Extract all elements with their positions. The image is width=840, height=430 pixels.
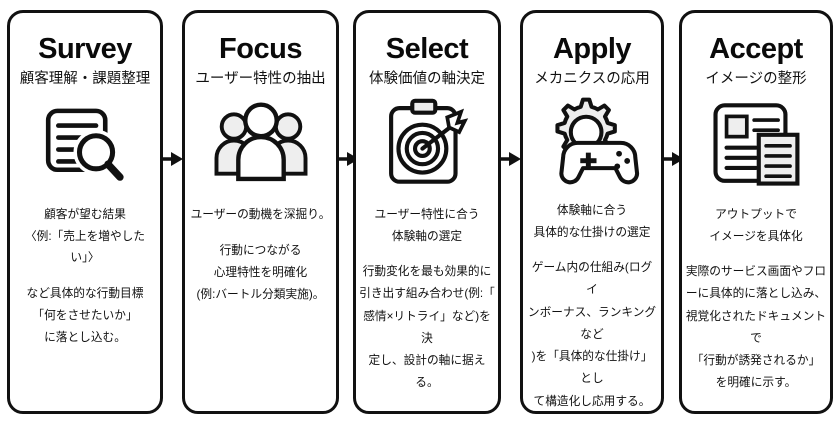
documents-layout-icon — [713, 103, 800, 186]
step-card-survey[interactable]: Survey 顧客理解・課題整理 顧客が望む結果 〈例:「売上を増やしたい」〉 … — [7, 10, 163, 414]
step-subtitle: メカニクスの応用 — [534, 71, 650, 87]
step-summary: ユーザー特性に合う 体験軸の選定 — [374, 207, 480, 243]
step-detail: 行動につながる 心理特性を明確化 (例:バートル分類実施)。 — [196, 243, 325, 302]
arrow-select-to-apply — [501, 150, 523, 168]
icon-container — [708, 96, 804, 192]
document-magnifier-icon — [45, 108, 124, 181]
step-summary: 体験軸に合う 具体的な仕掛けの選定 — [533, 203, 651, 239]
step-summary: 顧客が望む結果 〈例:「売上を増やしたい」〉 — [24, 207, 146, 265]
step-subtitle: 顧客理解・課題整理 — [19, 71, 151, 87]
step-subtitle: ユーザー特性の抽出 — [195, 71, 326, 87]
icon-container — [39, 96, 131, 192]
step-card-accept[interactable]: Accept イメージの整形 アウトプットで イメージを具体化 実際のサービス画… — [679, 10, 833, 414]
step-subtitle: イメージの整形 — [705, 71, 807, 87]
people-group-icon — [214, 102, 307, 182]
step-detail: 行動変化を最も効果的に 引き出す組み合わせ(例:「 感情×リトライ」など)を決 … — [359, 265, 495, 390]
step-detail: など具体的な行動目標 「何をさせたいか」 に落とし込む。 — [26, 286, 144, 345]
step-summary: アウトプットで イメージを具体化 — [709, 207, 803, 243]
step-detail: 実際のサービス画面やフロ ーに具体的に落とし込み、 視覚化されたドキュメントで … — [685, 265, 827, 390]
step-title: Accept — [709, 33, 803, 65]
step-title: Apply — [552, 33, 632, 65]
step-subtitle: 体験価値の軸決定 — [369, 71, 485, 87]
step-card-focus[interactable]: Focus ユーザー特性の抽出 ユーザーの動機を深掘り。 行動につながる 心理特… — [182, 10, 339, 414]
step-title: Focus — [219, 33, 302, 65]
clipboard-target-icon — [389, 98, 469, 184]
gear-gamepad-icon — [555, 97, 640, 185]
step-title: Survey — [38, 33, 132, 65]
step-card-select[interactable]: Select 体験価値の軸決定 ユーザー特性に合う 体験軸の選定 行動変化を最も… — [353, 10, 501, 414]
icon-container — [543, 96, 641, 188]
step-detail: ゲーム内の仕組み(ログイ ンボーナス、ランキングなど )を「具体的な仕掛け」とし… — [527, 261, 657, 408]
step-title: Select — [385, 33, 469, 65]
icon-container — [381, 96, 473, 192]
arrow-survey-to-focus — [163, 150, 185, 168]
step-summary: ユーザーの動機を深掘り。 — [190, 207, 331, 221]
step-card-apply[interactable]: Apply メカニクスの応用 体験軸に合う 具体的な仕掛けの選定 ゲーム内の仕組… — [520, 10, 664, 414]
icon-container — [213, 96, 309, 192]
arrow-apply-to-accept — [664, 150, 686, 168]
